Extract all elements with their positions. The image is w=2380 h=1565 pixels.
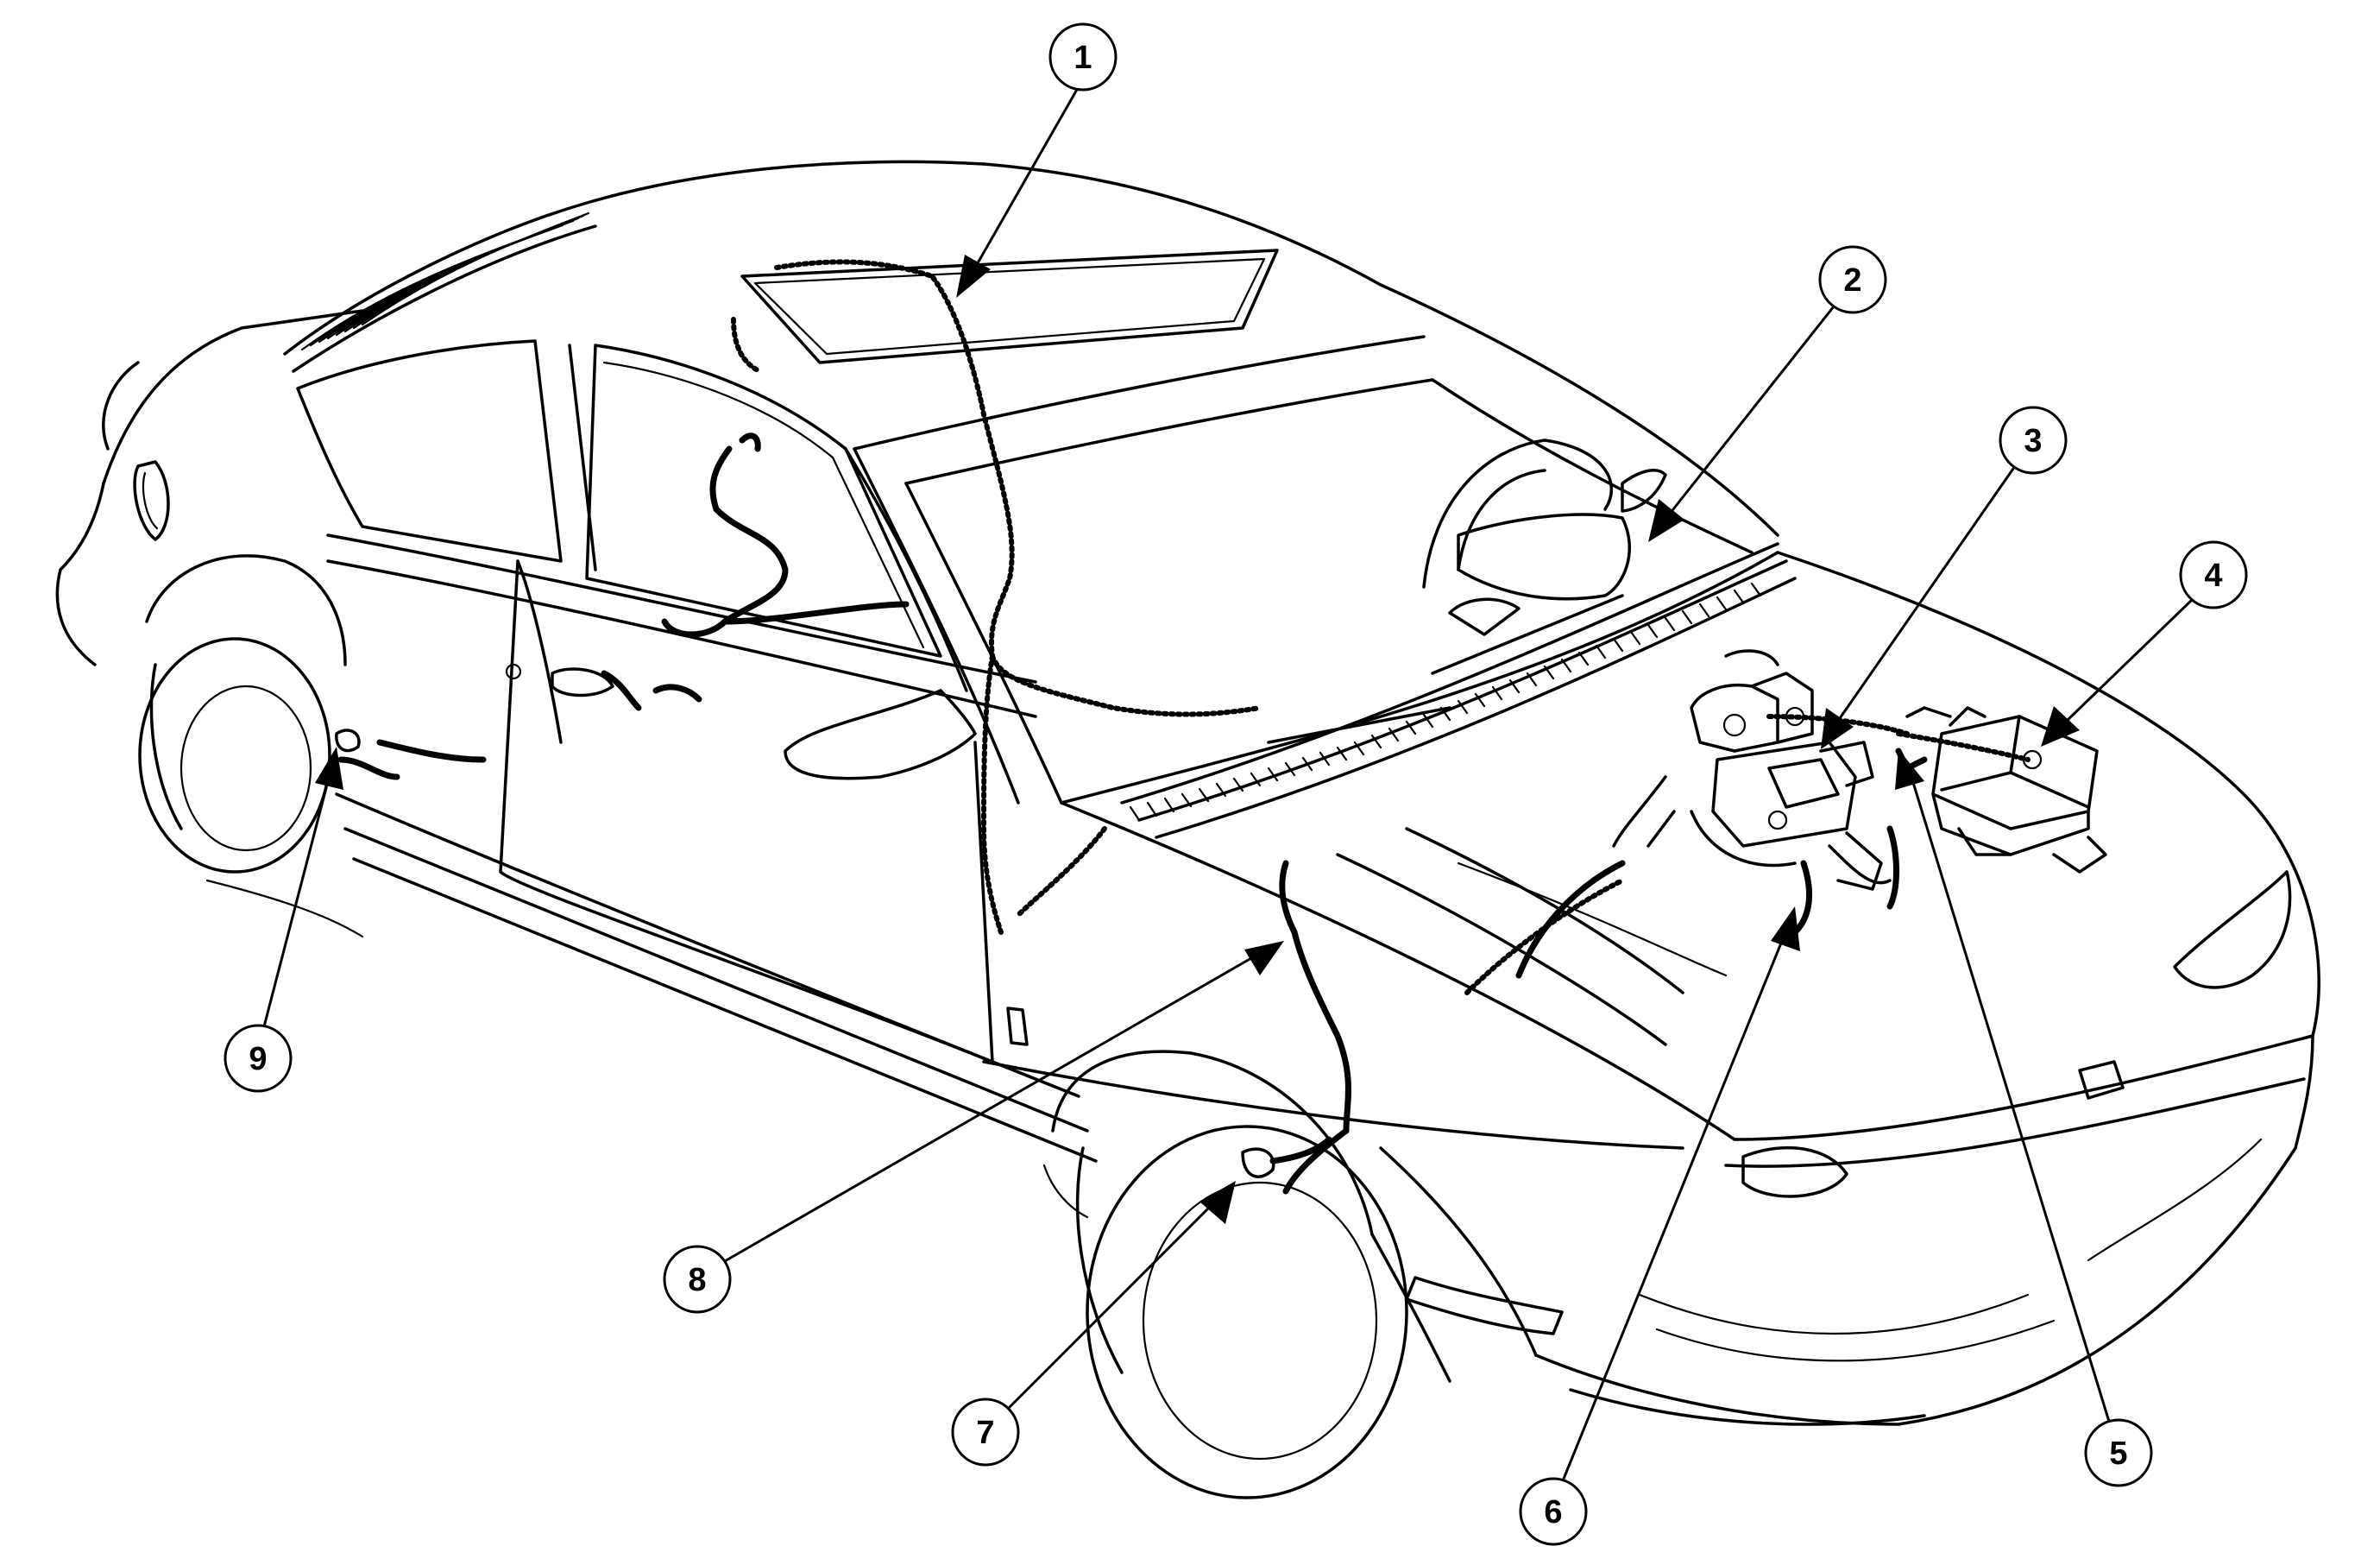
cowl-and-wipers xyxy=(1120,542,1797,839)
callout-label-2: 2 xyxy=(1843,262,1861,299)
callout-7: 7 xyxy=(951,1181,1236,1467)
abs-modulator-assembly xyxy=(1612,649,1892,891)
rear-window-lines xyxy=(300,211,590,351)
callout-label-1: 1 xyxy=(1074,40,1092,76)
underhood-junction-block xyxy=(1905,706,2107,874)
wiring-harnesses xyxy=(337,259,2031,1195)
callout-label-7: 7 xyxy=(976,1415,994,1451)
callout-label-9: 9 xyxy=(249,1041,267,1077)
callout-8: 8 xyxy=(663,941,1284,1314)
callout-1: 1 xyxy=(956,22,1118,298)
callout-9: 9 xyxy=(224,747,343,1093)
callout-5: 5 xyxy=(1895,749,2153,1487)
callout-label-8: 8 xyxy=(688,1262,706,1298)
callout-label-4: 4 xyxy=(2204,558,2222,594)
callout-3: 3 xyxy=(1821,406,2068,749)
car-body xyxy=(55,160,2320,1499)
callout-4: 4 xyxy=(2041,540,2248,747)
callout-label-5: 5 xyxy=(2109,1436,2127,1472)
steering-wheel-area xyxy=(1422,439,1667,636)
callout-6: 6 xyxy=(1519,906,1800,1546)
callout-label-3: 3 xyxy=(2024,423,2042,459)
front-wheel-speed-sensor xyxy=(1241,1136,1332,1178)
rear-wheel-speed-sensor xyxy=(335,729,361,753)
callout-2: 2 xyxy=(1648,245,1887,542)
callout-label-6: 6 xyxy=(1544,1494,1562,1530)
